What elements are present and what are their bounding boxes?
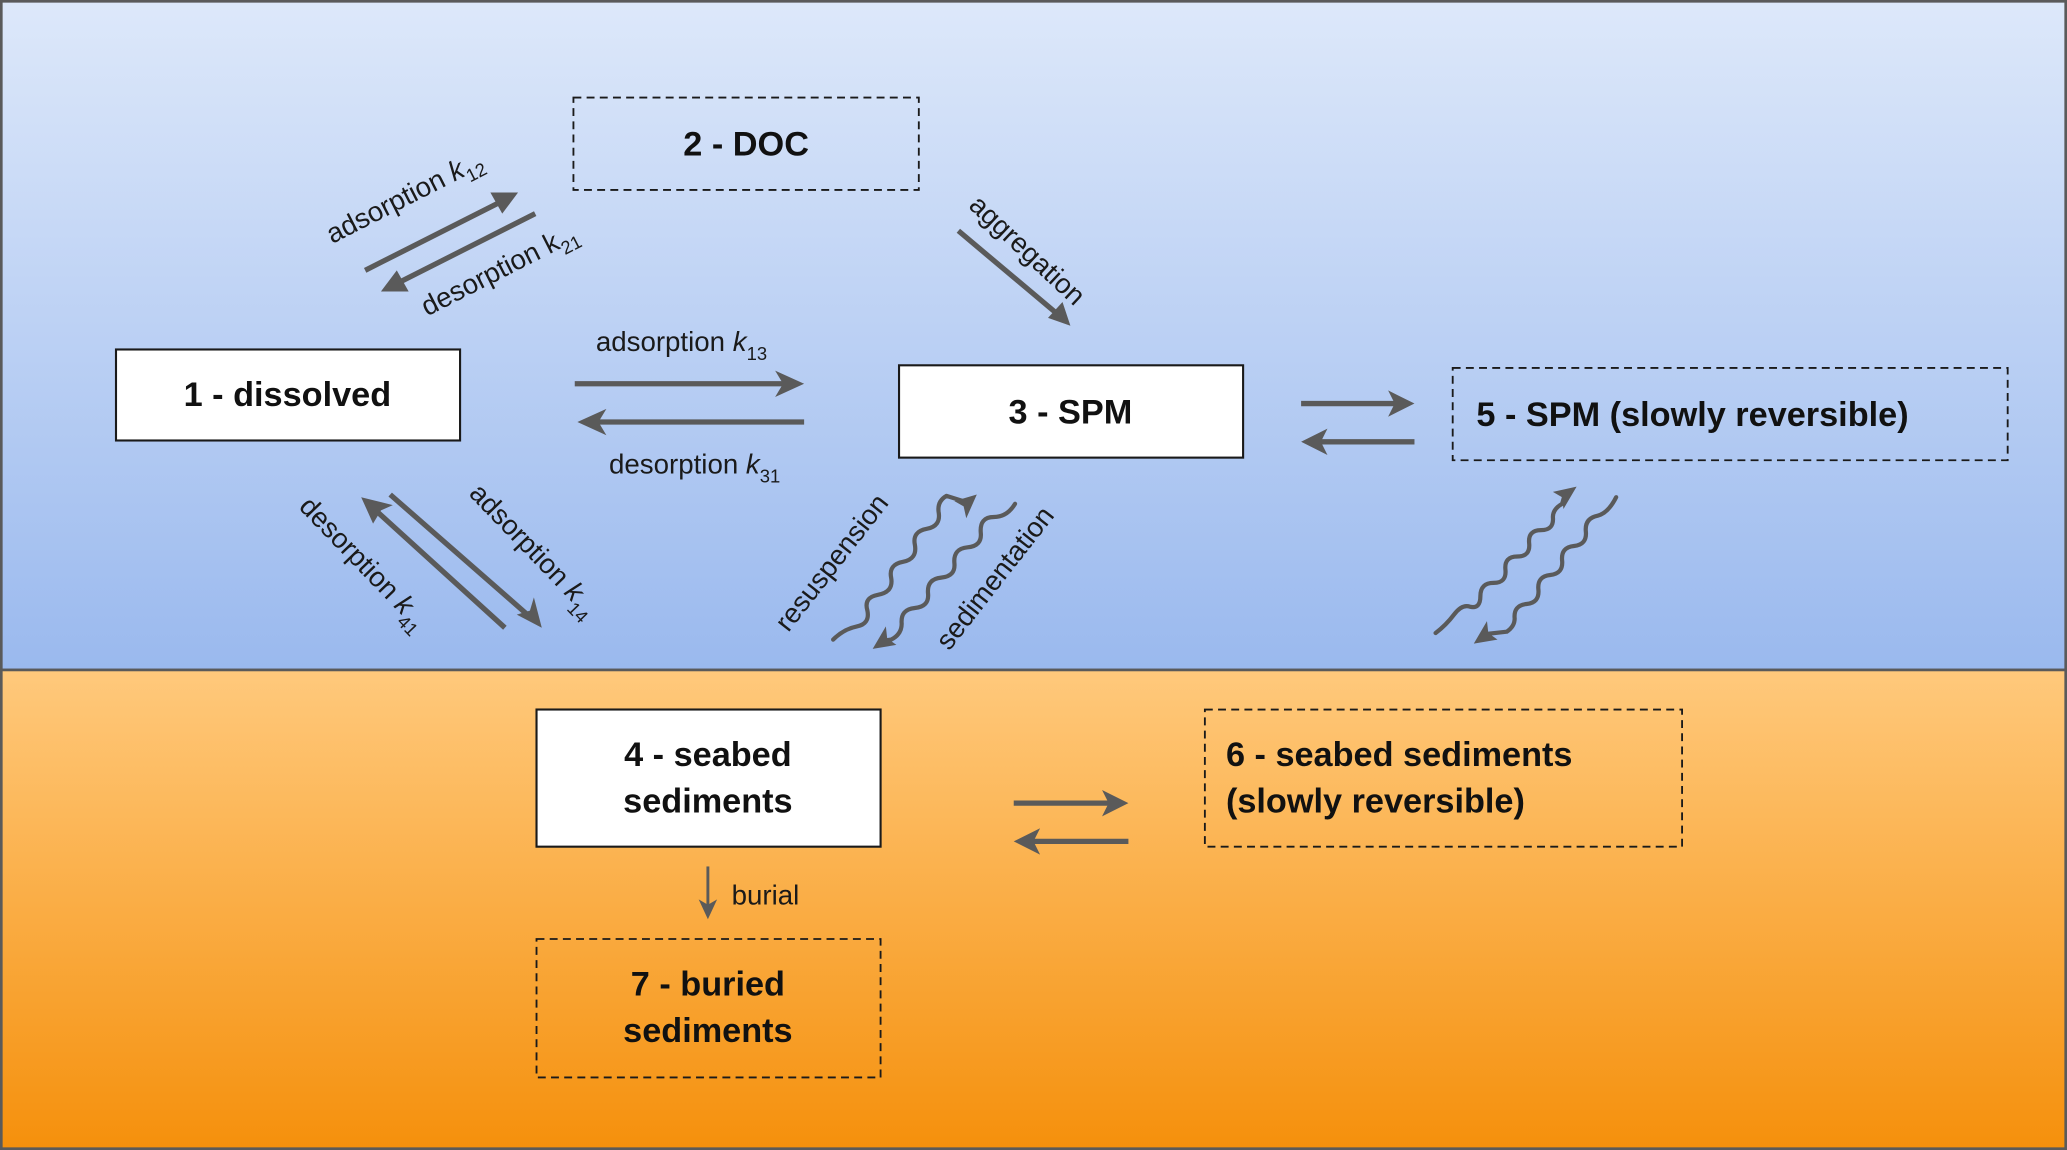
box-buried-sediments: 7 - buried sediments xyxy=(535,938,882,1079)
box-spm-label: 3 - SPM xyxy=(1009,393,1133,431)
arrow-desorption-k21 xyxy=(380,211,537,292)
arrow-spm-to-slow xyxy=(1301,390,1415,417)
box-seabed-sediments-line2: sediments xyxy=(623,782,792,820)
box-seabed-slowly-line1: 6 - seabed sediments xyxy=(1226,736,1573,774)
box-spm: 3 - SPM xyxy=(897,364,1245,459)
arrow-adsorption-k14 xyxy=(388,492,542,628)
box-dissolved: 1 - dissolved xyxy=(114,348,462,442)
arrow-slow-to-spm xyxy=(1301,428,1415,455)
label-adsorption-k13: adsorption k13 xyxy=(596,326,767,364)
arrow-adsorption-k12 xyxy=(363,192,519,273)
box-doc: 2 - DOC xyxy=(572,96,920,191)
wavy-arrow-spm-slow-down xyxy=(1473,495,1619,644)
arrow-seabed-to-slow xyxy=(1013,789,1129,817)
box-seabed-sediments: 4 - seabed sediments xyxy=(535,708,882,848)
arrow-desorption-k31 xyxy=(577,408,805,436)
box-spm-slowly-reversible: 5 - SPM (slowly reversible) xyxy=(1451,367,2009,462)
arrow-burial xyxy=(698,866,718,920)
wavy-arrow-spm-slow-up xyxy=(1433,486,1577,636)
label-burial: burial xyxy=(732,880,800,911)
arrow-adsorption-k13 xyxy=(574,370,805,397)
box-doc-label: 2 - DOC xyxy=(683,126,809,164)
water-column-compartment xyxy=(0,0,2067,672)
box-buried-sediments-line1: 7 - buried xyxy=(631,966,785,1004)
seabed-compartment xyxy=(0,668,2067,1150)
box-buried-sediments-line2: sediments xyxy=(623,1012,792,1050)
box-seabed-sediments-slowly-reversible: 6 - seabed sediments (slowly reversible) xyxy=(1203,708,1683,848)
box-dissolved-label: 1 - dissolved xyxy=(184,376,392,414)
arrow-slow-to-seabed xyxy=(1013,828,1129,855)
label-desorption-k31: desorption k31 xyxy=(609,448,780,486)
arrow-desorption-k41 xyxy=(361,497,507,630)
box-seabed-slowly-line2: (slowly reversible) xyxy=(1226,782,1525,820)
box-spm-slowly-reversible-label: 5 - SPM (slowly reversible) xyxy=(1476,396,1908,434)
box-seabed-sediments-line1: 4 - seabed xyxy=(624,736,792,774)
wavy-arrow-resuspension xyxy=(831,493,977,642)
wavy-arrow-sedimentation xyxy=(872,501,1018,649)
